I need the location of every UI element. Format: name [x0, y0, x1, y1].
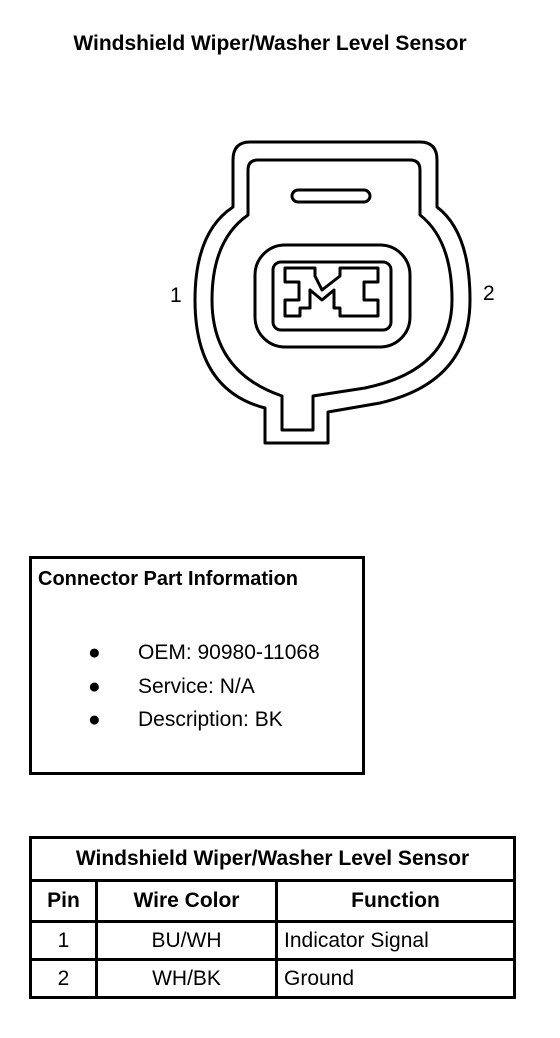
part-info-description: Description: BK [138, 708, 283, 731]
table-row: 2 WH/BK Ground [29, 958, 516, 999]
bullet-icon: ● [88, 708, 101, 731]
terminal-shape [283, 266, 380, 318]
part-info-oem: OEM: 90980-11068 [138, 641, 320, 664]
pin-cavity-outer [253, 243, 412, 349]
col-header-wire-color: Wire Color [95, 879, 278, 923]
connector-outer-housing [193, 140, 472, 445]
bullet-icon: ● [88, 675, 101, 698]
connector-inner-housing [210, 158, 454, 432]
connector-part-info-box: Connector Part Information ● OEM: 90980-… [29, 556, 365, 775]
col-header-function: Function [275, 879, 516, 923]
table-row: 1 BU/WH Indicator Signal [29, 920, 516, 961]
cell-function: Ground [275, 958, 516, 999]
pin-cavity-inner [271, 260, 393, 332]
cell-wire-color: BU/WH [95, 920, 278, 961]
cell-pin: 2 [29, 958, 98, 999]
pin-table: Windshield Wiper/Washer Level Sensor Pin… [29, 836, 516, 999]
pin-2-label: 2 [483, 282, 495, 305]
cell-pin: 1 [29, 920, 98, 961]
latch-slot [290, 188, 372, 204]
pin-table-caption: Windshield Wiper/Washer Level Sensor [29, 836, 516, 882]
cell-wire-color: WH/BK [95, 958, 278, 999]
page-title: Windshield Wiper/Washer Level Sensor [73, 32, 467, 55]
cell-function: Indicator Signal [275, 920, 516, 961]
part-info-service: Service: N/A [138, 675, 255, 698]
col-header-pin: Pin [29, 879, 98, 923]
connector-face-diagram [193, 140, 472, 445]
pin-1-label: 1 [170, 284, 182, 307]
part-info-heading: Connector Part Information [38, 568, 299, 590]
bullet-icon: ● [88, 641, 101, 664]
